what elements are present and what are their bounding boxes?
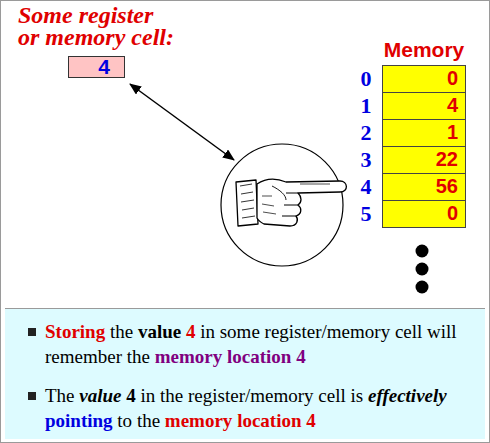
register-box: 4 (68, 56, 125, 78)
cell-value: 0 (383, 201, 458, 226)
register-heading: Some register or memory cell: (18, 4, 178, 48)
cell-value: 56 (383, 174, 458, 199)
memory-cell: 1 (382, 119, 466, 147)
pointing-hand (236, 179, 346, 226)
bullet-text: Storing the value 4 in some register/mem… (45, 319, 465, 369)
memory-cell: 0 (382, 200, 466, 228)
address-number: 2 (356, 119, 376, 146)
memory-heading: Memory (376, 38, 472, 62)
register-group: Some register or memory cell: 4 (18, 4, 178, 78)
continuation-dots (416, 245, 429, 294)
bullet-square (28, 328, 36, 336)
memory-cell: 4 (382, 92, 466, 120)
bullet-item: Storing the value 4 in some register/mem… (5, 319, 485, 369)
pointer-arrow (130, 84, 234, 160)
register-value: 4 (69, 57, 110, 77)
cell-value: 22 (383, 147, 458, 172)
bullet-text: The value 4 in the register/memory cell … (45, 383, 465, 433)
address-number: 4 (356, 173, 376, 200)
explanation-panel: Storing the value 4 in some register/mem… (5, 308, 485, 439)
address-number: 5 (356, 200, 376, 227)
address-number: 1 (356, 92, 376, 119)
memory-cell: 22 (382, 146, 466, 174)
cell-value: 4 (383, 93, 458, 118)
bullet-square (28, 392, 36, 400)
memory-cell: 0 (382, 65, 466, 93)
cell-value: 1 (383, 120, 458, 145)
address-number: 0 (356, 65, 376, 92)
memory-column: Memory04122560 (376, 38, 472, 230)
address-number: 3 (356, 146, 376, 173)
bullet-item: The value 4 in the register/memory cell … (5, 383, 485, 433)
memory-cell: 56 (382, 173, 466, 201)
cell-value: 0 (383, 66, 458, 91)
